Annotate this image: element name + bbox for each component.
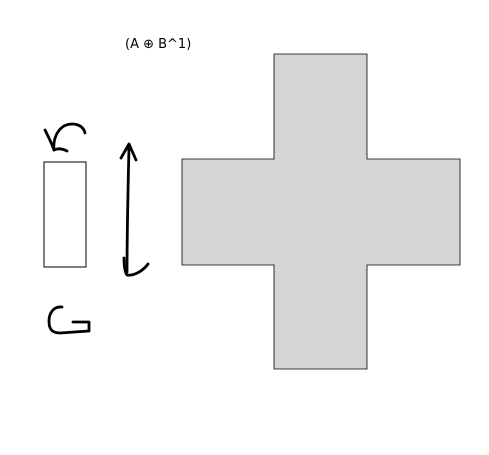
formula-label: (A ⊕ B^1): [125, 37, 191, 52]
plus-center-fill: [275, 158, 366, 266]
rotate-counterclockwise-arrow-icon: [43, 122, 87, 153]
small-rectangle: [43, 161, 87, 268]
hook-arrow-icon: [47, 305, 91, 335]
vertical-double-arrow-icon: [119, 142, 150, 277]
